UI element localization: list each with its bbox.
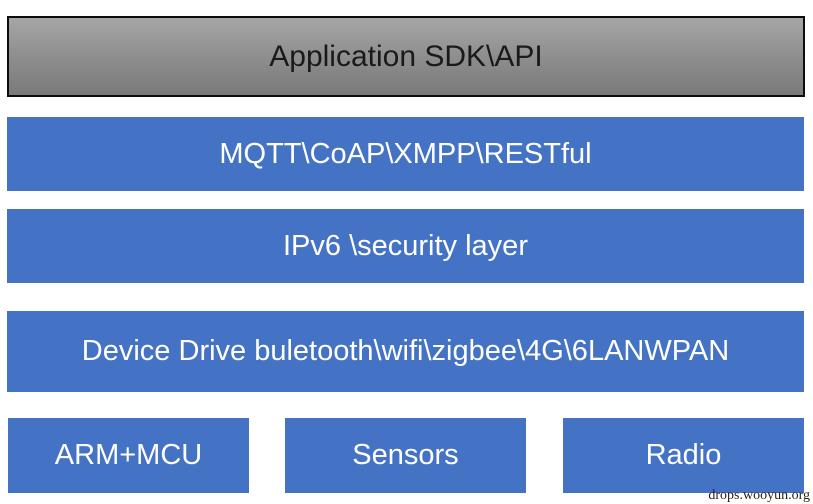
layer-device-drivers: Device Drive buletooth\wifi\zigbee\4G\6L…	[7, 311, 804, 392]
hardware-label: Radio	[645, 439, 722, 471]
layer-label: Application SDK\API	[269, 39, 543, 73]
layer-label: IPv6 \security layer	[283, 229, 528, 262]
hardware-box-arm-mcu: ARM+MCU	[8, 418, 249, 493]
layer-label: MQTT\CoAP\XMPP\RESTful	[219, 137, 592, 170]
watermark: drops.wooyun.org	[708, 488, 810, 503]
hardware-box-sensors: Sensors	[285, 418, 526, 493]
hardware-label: Sensors	[352, 439, 459, 471]
hardware-label: ARM+MCU	[54, 439, 203, 471]
layer-label: Device Drive buletooth\wifi\zigbee\4G\6L…	[81, 335, 730, 367]
layer-protocols: MQTT\CoAP\XMPP\RESTful	[7, 117, 804, 191]
layer-ipv6-security: IPv6 \security layer	[7, 209, 804, 283]
layer-application-sdk-api: Application SDK\API	[7, 16, 805, 97]
hardware-box-radio: Radio	[563, 418, 804, 493]
